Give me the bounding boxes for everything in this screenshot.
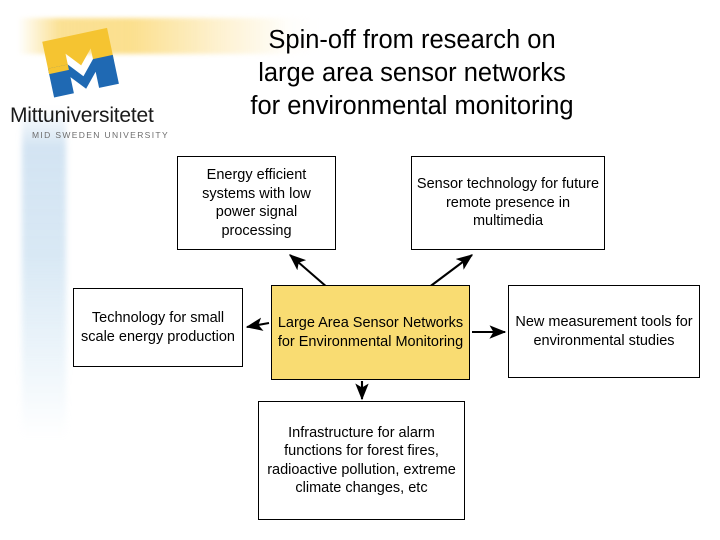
title-line-3: for environmental monitoring [250,92,574,120]
university-logo: Mittuniversitetet MID SWEDEN UNIVERSITY [8,8,178,148]
node-label: Sensor technology for future remote pres… [416,176,600,230]
logo-subtitle: MID SWEDEN UNIVERSITY [32,130,169,140]
diagram-node-new-measurement-tools[interactable]: New measurement tools for environmental … [508,285,700,378]
arrow-central-to-sensor [427,254,474,289]
diagram-node-infrastructure-alarm[interactable]: Infrastructure for alarm functions for f… [258,401,465,520]
diagram-node-energy-efficient-systems[interactable]: Energy efficient systems with low power … [177,156,336,250]
diagram-node-sensor-technology[interactable]: Sensor technology for future remote pres… [411,156,605,250]
node-label: Large Area Sensor Networks for Environme… [277,315,464,350]
node-label: Infrastructure for alarm functions for f… [267,424,456,497]
title-line-1: Spin-off from research on [268,26,556,54]
slide-title: Spin-off from research on large area sen… [186,24,638,123]
diagram-node-small-scale-energy[interactable]: Technology for small scale energy produc… [73,288,243,367]
arrow-central-to-smallscale [245,317,270,331]
node-label: Energy efficient systems with low power … [202,167,311,239]
node-label: New measurement tools for environmental … [515,314,693,349]
mittuniversitetet-m-swoosh-icon [34,14,126,106]
logo-wordmark: Mittuniversitetet [10,104,154,127]
node-label: Technology for small scale energy produc… [81,310,235,345]
title-line-2: large area sensor networks [258,59,566,87]
arrow-central-to-energy [289,254,329,289]
diagram-node-large-area-sensor-networks[interactable]: Large Area Sensor Networks for Environme… [271,285,470,380]
blue-gradient-band [22,108,66,438]
